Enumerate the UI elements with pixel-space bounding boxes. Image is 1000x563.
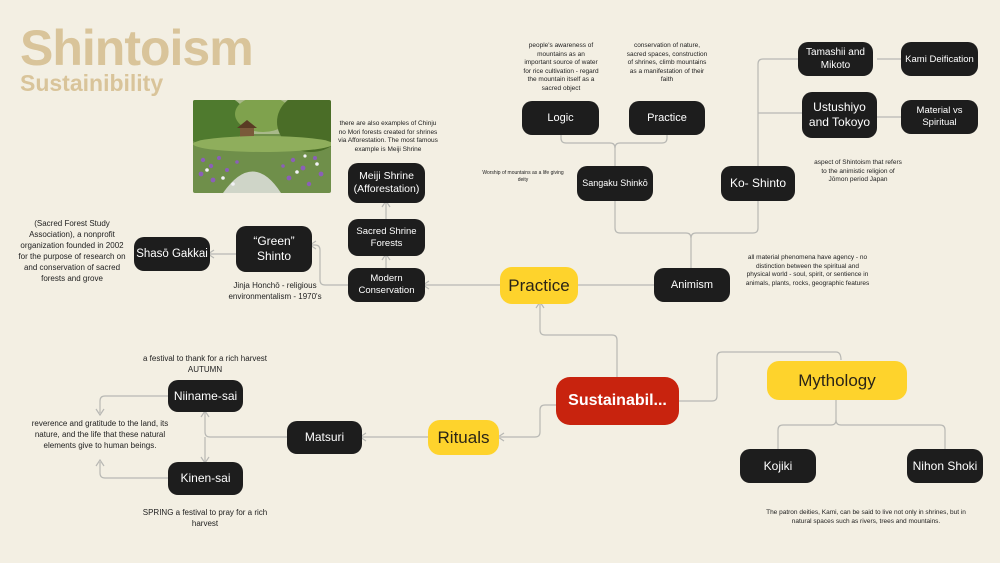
arrowhead-matsuri-note-top xyxy=(95,408,105,417)
note-shaso: (Sacred Forest Study Association), a non… xyxy=(18,219,126,283)
node-rituals[interactable]: Rituals xyxy=(428,420,499,455)
node-shaso-gakkai[interactable]: Shasō Gakkai xyxy=(134,237,210,271)
note-ko-shinto: aspect of Shintoism that refers to the a… xyxy=(814,159,902,183)
node-practice[interactable]: Practice xyxy=(500,267,578,304)
node-meiji-shrine[interactable]: Meiji Shrine (Afforestation) xyxy=(348,163,425,203)
node-logic[interactable]: Logic xyxy=(522,101,599,135)
node-kami-deification[interactable]: Kami Deification xyxy=(901,42,978,76)
node-kojiki[interactable]: Kojiki xyxy=(740,449,816,483)
note-practice-sub: conservation of nature, sacred spaces, c… xyxy=(626,42,708,83)
node-sustainability[interactable]: Sustainabil... xyxy=(556,377,679,425)
node-practice-sub[interactable]: Practice xyxy=(629,101,705,135)
note-green-shinto: Jinja Honchō - religious environmentalis… xyxy=(228,281,322,301)
node-niiname-sai[interactable]: Niiname-sai xyxy=(168,380,243,412)
note-niiname: a festival to thank for a rich harvest A… xyxy=(142,354,268,374)
edge-kinen-note xyxy=(99,462,168,479)
node-tamashii-mikoto[interactable]: Tamashii and Mikoto xyxy=(798,42,873,76)
node-nihon-shoki[interactable]: Nihon Shoki xyxy=(907,449,983,483)
edge-root-practice xyxy=(539,304,618,378)
edge-myth-nihon xyxy=(835,419,946,449)
note-kinen: SPRING a festival to pray for a rich har… xyxy=(142,508,268,528)
edge-animism-up xyxy=(614,201,692,268)
shrine-garden-photo xyxy=(193,100,331,193)
node-green-shinto[interactable]: “Green” Shinto xyxy=(236,226,312,272)
edge-modern-green xyxy=(312,244,348,286)
edge-sangaku-practice xyxy=(614,135,668,149)
note-meiji: there are also examples of Chinju no Mor… xyxy=(338,120,438,153)
note-mythology: The patron deities, Kami, can be said to… xyxy=(766,509,966,525)
edge-niiname-note xyxy=(99,395,168,413)
node-mythology[interactable]: Mythology xyxy=(767,361,907,400)
note-sangaku: Worship of mountains as a life giving de… xyxy=(482,170,564,183)
node-material-spiritual[interactable]: Material vs Spiritual xyxy=(901,100,978,134)
page-subtitle: Sustainibility xyxy=(20,70,164,96)
arrowhead-matsuri-note-bottom xyxy=(95,458,105,467)
edge-myth-kojiki xyxy=(777,400,837,449)
page-title: Shintoism xyxy=(20,20,254,76)
note-logic: people's awareness of mountains as an im… xyxy=(523,42,599,92)
edge-root-rituals xyxy=(500,404,556,438)
note-matsuri: reverence and gratitude to the land, its… xyxy=(31,419,169,450)
node-ustushiyo-tokoyo[interactable]: Ustushiyo and Tokoyo xyxy=(802,92,877,138)
node-ko-shinto[interactable]: Ko- Shinto xyxy=(721,166,795,201)
edge-animism-koshinto xyxy=(690,201,759,239)
node-sangaku-shinko[interactable]: Sangaku Shinkō xyxy=(577,166,653,201)
node-sacred-shrine-forests[interactable]: Sacred Shrine Forests xyxy=(348,219,425,256)
node-animism[interactable]: Animism xyxy=(654,268,730,302)
node-matsuri[interactable]: Matsuri xyxy=(287,421,362,454)
edge-root-mythology xyxy=(679,351,842,402)
note-animism: all material phenomena have agency - no … xyxy=(745,254,870,287)
node-modern-conservation[interactable]: Modern Conservation xyxy=(348,268,425,302)
edge-sangaku-logic xyxy=(560,135,616,166)
node-kinen-sai[interactable]: Kinen-sai xyxy=(168,462,243,495)
